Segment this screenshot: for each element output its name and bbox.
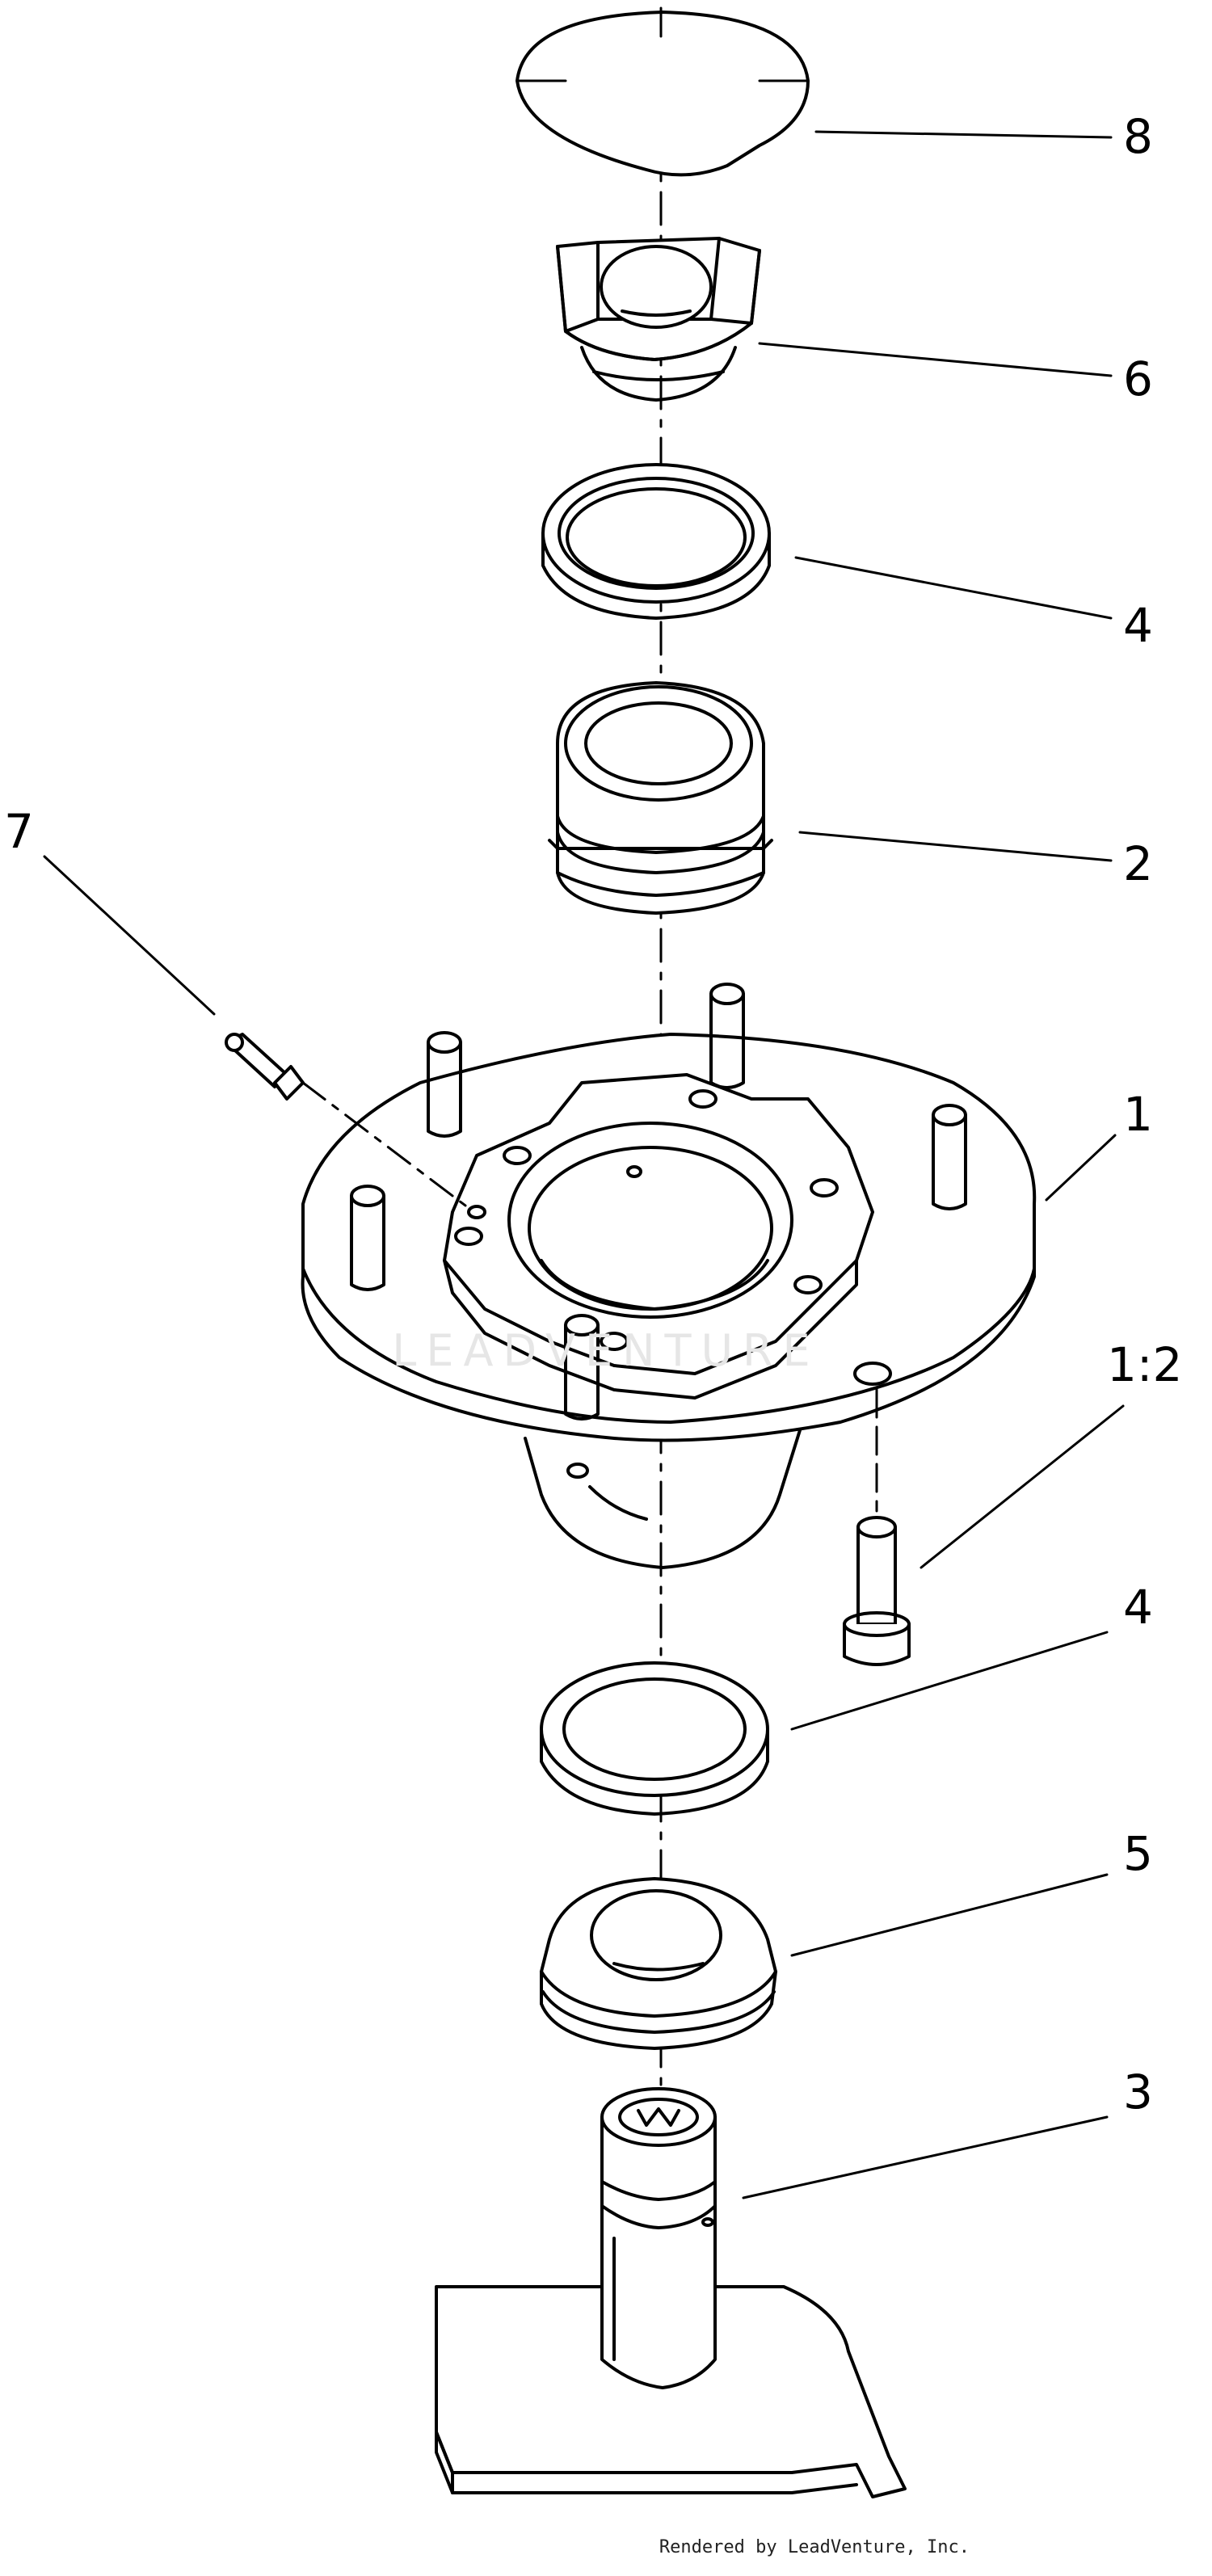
part-2-bearing (548, 681, 773, 915)
leader-4-lower (790, 1631, 1109, 1731)
leader-lines (43, 130, 1125, 2199)
callout-6: 6 (1123, 351, 1153, 406)
leader-7 (43, 855, 216, 1016)
part-7-grease-fitting (225, 1033, 470, 1210)
watermark-text: LEADVENTURE (392, 1325, 820, 1376)
callout-5: 5 (1123, 1826, 1153, 1881)
part-4-upper-seal (541, 463, 771, 620)
part-4-lower-seal (540, 1661, 769, 1816)
callout-8: 8 (1123, 109, 1153, 164)
leader-5 (790, 1873, 1109, 1957)
leader-8 (814, 130, 1113, 139)
part-6-hex-nut (556, 237, 761, 402)
part-8-cap (516, 11, 810, 177)
callout-2: 2 (1123, 836, 1153, 891)
part-5-lower-bearing (540, 1877, 777, 2050)
leader-3 (742, 2115, 1109, 2199)
callout-4-upper: 4 (1123, 598, 1153, 653)
leader-6 (758, 342, 1113, 377)
wheel-studs (350, 983, 967, 1421)
callout-7: 7 (4, 804, 34, 859)
leader-1-2 (920, 1404, 1125, 1569)
callout-4-lower: 4 (1123, 1580, 1153, 1635)
part-3-spindle-shaft (435, 2087, 907, 2498)
callout-1-2: 1:2 (1107, 1337, 1183, 1392)
part-1-2-wheel-stud (843, 1388, 911, 1666)
callout-3: 3 (1123, 2065, 1153, 2119)
part-1-hub (301, 983, 1037, 1569)
callout-1: 1 (1123, 1087, 1153, 1142)
leader-1 (1045, 1134, 1117, 1202)
render-credit: Rendered by LeadVenture, Inc. (659, 2537, 970, 2557)
leader-4-upper (794, 556, 1113, 620)
leader-2 (798, 831, 1113, 862)
